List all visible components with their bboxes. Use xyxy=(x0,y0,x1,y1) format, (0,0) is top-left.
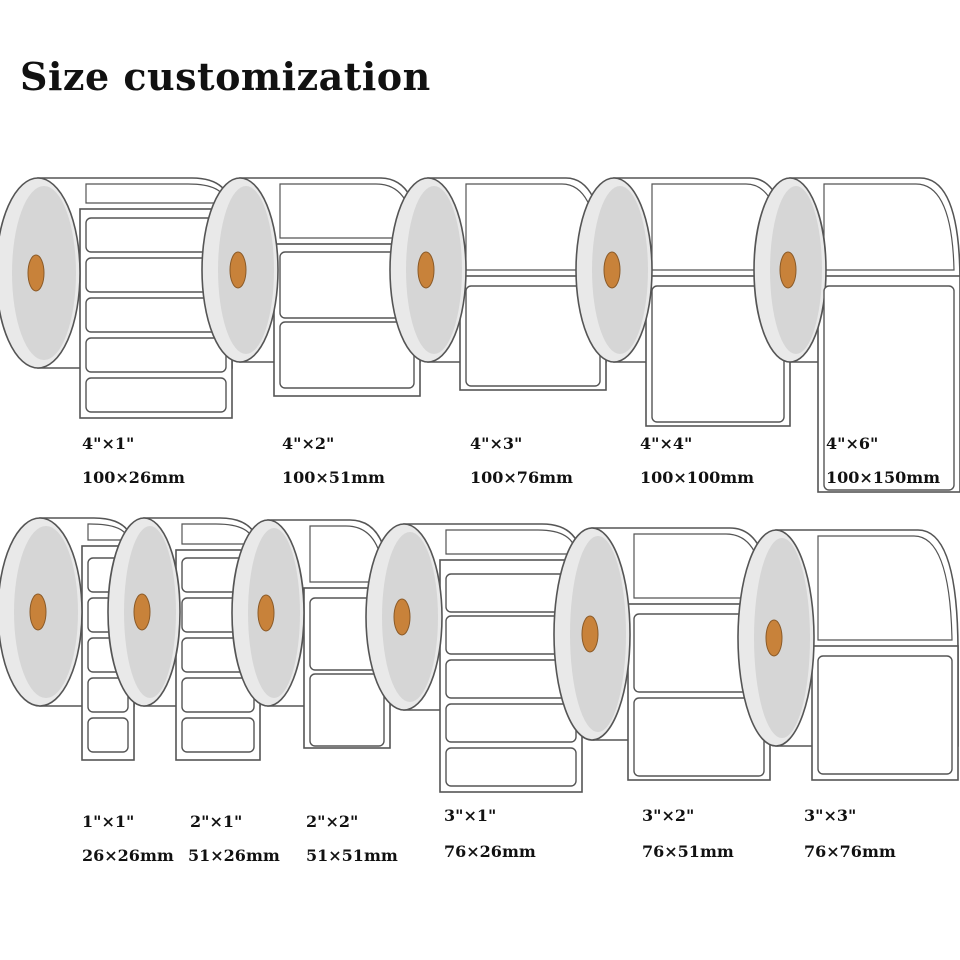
size-mm-label: 100×100mm xyxy=(640,468,755,487)
label xyxy=(633,697,765,777)
size-mm-label: 76×26mm xyxy=(444,842,536,861)
label xyxy=(445,703,577,743)
label xyxy=(309,673,385,747)
paper-core xyxy=(29,593,47,631)
size-inch-label: 3"×1" xyxy=(444,806,497,825)
label-roll xyxy=(575,177,791,427)
label xyxy=(279,321,415,389)
size-mm-label: 100×51mm xyxy=(282,468,385,487)
label-roll xyxy=(737,529,959,781)
label xyxy=(445,747,577,787)
curved-label xyxy=(445,529,577,555)
label xyxy=(181,677,255,713)
size-inch-label: 4"×4" xyxy=(640,434,693,453)
page-title: Size customization xyxy=(20,54,431,99)
size-inch-label: 2"×2" xyxy=(306,812,359,831)
paper-core xyxy=(779,251,797,289)
size-inch-label: 3"×3" xyxy=(804,806,857,825)
size-inch-label: 2"×1" xyxy=(190,812,243,831)
paper-core xyxy=(417,251,435,289)
label xyxy=(181,717,255,753)
size-mm-label: 51×51mm xyxy=(306,846,398,865)
paper-core xyxy=(133,593,151,631)
label-roll xyxy=(201,177,421,397)
size-inch-label: 4"×1" xyxy=(82,434,135,453)
size-mm-label: 51×26mm xyxy=(188,846,280,865)
size-mm-label: 100×26mm xyxy=(82,468,185,487)
label-roll xyxy=(231,519,391,749)
label xyxy=(87,717,129,753)
label-roll xyxy=(553,527,771,781)
size-inch-label: 1"×1" xyxy=(82,812,135,831)
size-mm-label: 76×51mm xyxy=(642,842,734,861)
paper-core xyxy=(229,251,247,289)
label xyxy=(85,337,227,373)
size-inch-label: 3"×2" xyxy=(642,806,695,825)
label-roll xyxy=(0,177,233,419)
paper-core xyxy=(581,615,599,653)
size-mm-label: 76×76mm xyxy=(804,842,896,861)
label-roll xyxy=(365,523,583,793)
label-roll xyxy=(389,177,607,391)
size-mm-label: 26×26mm xyxy=(82,846,174,865)
size-inch-label: 4"×2" xyxy=(282,434,335,453)
size-mm-label: 100×150mm xyxy=(826,468,941,487)
paper-core xyxy=(257,594,275,632)
label xyxy=(817,655,953,775)
paper-core xyxy=(603,251,621,289)
paper-core xyxy=(27,254,45,292)
label-roll xyxy=(753,177,960,493)
paper-core xyxy=(765,619,783,657)
paper-core xyxy=(393,598,411,636)
size-mm-label: 100×76mm xyxy=(470,468,573,487)
size-inch-label: 4"×6" xyxy=(826,434,879,453)
curved-label xyxy=(823,183,955,271)
curved-label xyxy=(817,535,953,641)
label xyxy=(85,377,227,413)
curved-label xyxy=(85,183,227,204)
label xyxy=(823,285,955,491)
size-inch-label: 4"×3" xyxy=(470,434,523,453)
